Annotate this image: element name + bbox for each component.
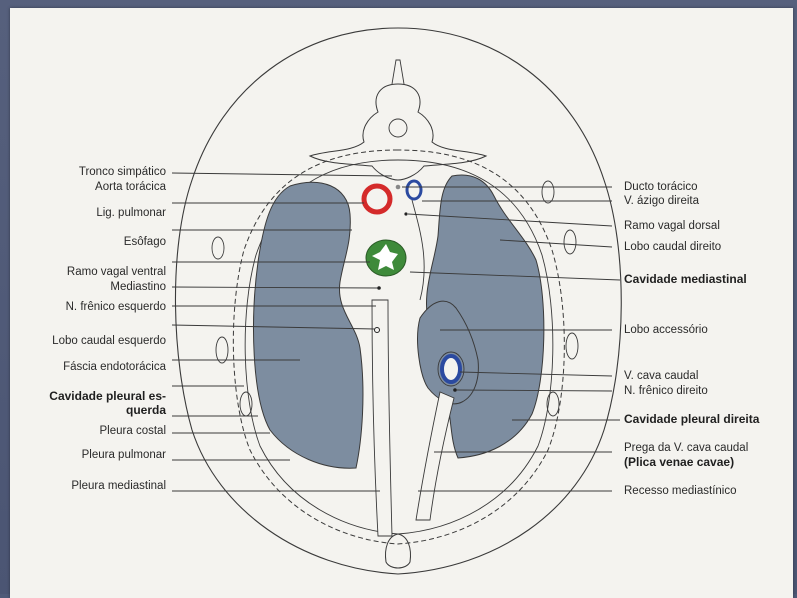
spinal-canal (389, 119, 407, 137)
label-left-caudal-lobe: Lobo caudal esquerdo (52, 335, 166, 348)
label-dorsal-vagal-branch: Ramo vagal dorsal (624, 220, 720, 233)
label-costal-pleura: Pleura costal (100, 425, 166, 438)
rib-section (240, 392, 252, 416)
label-right-pleural-cavity: Cavidade pleural direita (624, 413, 759, 426)
label-thoracic-duct: Ducto torácico (624, 181, 698, 194)
label-right-azygos-vein: V. ázigo direita (624, 195, 699, 208)
label-esophagus: Esôfago (124, 236, 166, 249)
right-azygos-vein (407, 181, 421, 199)
thoracic-aorta (364, 186, 390, 212)
thoracic-duct (396, 185, 401, 190)
label-left-phrenic-nerve: N. frênico esquerdo (66, 301, 166, 314)
label-right-phrenic-nerve: N. frênico direito (624, 385, 708, 398)
label-mediastinal-recess: Recesso mediastínico (624, 485, 737, 498)
label-thoracic-aorta: Aorta torácica (95, 181, 166, 194)
vertebra (310, 84, 486, 180)
rib-section (212, 237, 224, 259)
label-ventral-vagal-branch: Ramo vagal ventral (67, 266, 166, 279)
label-plica-venae-cavae: (Plica venae cavae) (624, 456, 734, 469)
label-sympathetic-trunk: Tronco simpático (79, 166, 166, 179)
rib-section (542, 181, 554, 203)
label-mediastinal-cavity: Cavidade mediastinal (624, 273, 747, 286)
label-accessory-lobe: Lobo accessório (624, 324, 708, 337)
left-lung (254, 182, 363, 468)
label-left-pleural-cavity-line1: Cavidade pleural es- (49, 390, 166, 403)
rib-section (564, 230, 576, 254)
dorsal-vagal-branch-dot (404, 212, 407, 215)
vena-cava-fold (416, 392, 454, 520)
body-outline (175, 28, 621, 574)
label-left-pleural-cavity-line2: querda (126, 404, 166, 417)
label-endothoracic-fascia: Fáscia endotorácica (63, 361, 166, 374)
sternum (386, 534, 411, 568)
rib-section (566, 333, 578, 359)
label-right-caudal-lobe: Lobo caudal direito (624, 241, 721, 254)
label-mediastinal-pleura: Pleura mediastinal (71, 480, 166, 493)
spinous-process (392, 60, 404, 84)
label-mediastinum: Mediastino (110, 281, 166, 294)
rib-section (216, 337, 228, 363)
label-vena-cava-fold: Prega da V. cava caudal (624, 442, 748, 455)
mediastinum (372, 300, 392, 536)
label-pulmonary-ligament: Lig. pulmonar (96, 207, 166, 220)
caudal-vena-cava (442, 356, 460, 382)
label-caudal-vena-cava: V. cava caudal (624, 370, 698, 383)
label-pulmonary-pleura: Pleura pulmonar (82, 449, 166, 462)
